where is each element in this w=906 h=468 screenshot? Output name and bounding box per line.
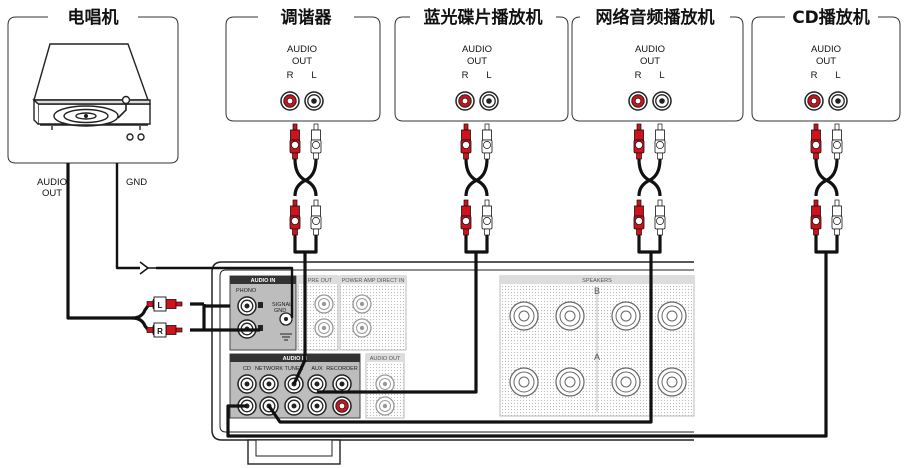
cable-cd-player: [226, 123, 843, 438]
network-player-title: 网络音频播放机: [596, 7, 715, 28]
turntable-audio-out-label-1: AUDIO: [37, 177, 67, 188]
svg-text:TUNER: TUNER: [285, 366, 304, 372]
cd-player-title: CD播放机: [792, 7, 870, 28]
svg-text:R: R: [287, 70, 294, 81]
cd-r-jack: [804, 91, 824, 111]
turntable-gnd-label: GND: [126, 177, 147, 188]
svg-text:AUDIO: AUDIO: [635, 44, 665, 55]
turntable-icon: [32, 43, 151, 141]
turntable-audio-out-label-2: OUT: [42, 188, 62, 199]
network-r-jack: [628, 91, 648, 111]
svg-text:R: R: [811, 70, 818, 81]
tuner-audio-out: AUDIO OUT R L: [280, 44, 324, 111]
bluray-l-jack: [479, 91, 499, 111]
svg-text:AUDIO: AUDIO: [287, 44, 317, 55]
svg-text:SPEAKERS: SPEAKERS: [582, 278, 612, 284]
svg-text:PRE OUT: PRE OUT: [308, 278, 333, 284]
svg-text:SIGNAL: SIGNAL: [272, 302, 292, 308]
cd-player-audio-out: AUDIO OUT R L: [804, 44, 848, 111]
svg-text:NETWORK: NETWORK: [255, 366, 283, 372]
tuner-r-jack: [280, 91, 300, 111]
cd-l-jack: [828, 91, 848, 111]
plug-letter-badges: [291, 141, 841, 225]
svg-text:L: L: [486, 70, 491, 81]
svg-text:OUT: OUT: [640, 56, 660, 67]
svg-text:A: A: [594, 352, 600, 362]
svg-text:RECORDER: RECORDER: [326, 366, 358, 372]
bluray-r-jack: [455, 91, 475, 111]
svg-text:L: L: [835, 70, 840, 81]
plug-l-letter: L: [158, 301, 163, 310]
network-player-audio-out: AUDIO OUT R L: [628, 44, 672, 111]
svg-text:CD: CD: [243, 366, 251, 372]
svg-text:R: R: [462, 70, 469, 81]
svg-text:AUDIO IN: AUDIO IN: [251, 278, 276, 284]
network-player-box: [571, 16, 744, 122]
cable-tuner: [289, 123, 322, 385]
svg-text:OUT: OUT: [816, 56, 836, 67]
svg-text:AUDIO: AUDIO: [462, 44, 492, 55]
svg-text:POWER AMP DIRECT IN: POWER AMP DIRECT IN: [342, 278, 405, 284]
bluray-title: 蓝光碟片播放机: [424, 7, 543, 28]
cd-player-box: [751, 16, 901, 122]
cable-bluray: [317, 123, 493, 394]
cable-turntable-audio: [66, 163, 260, 334]
svg-text:AUDIO IN: AUDIO IN: [283, 356, 308, 362]
turntable-title: 电唱机: [68, 7, 119, 28]
network-l-jack: [652, 91, 672, 111]
svg-text:AUDIO: AUDIO: [811, 44, 841, 55]
svg-text:L: L: [659, 70, 664, 81]
cable-network-player: [267, 123, 666, 424]
svg-text:B: B: [594, 286, 600, 296]
svg-text:OUT: OUT: [467, 56, 487, 67]
plug-r-letter: R: [157, 327, 163, 336]
bluray-box: [394, 16, 569, 122]
phono-l-jack: [237, 296, 257, 316]
svg-text:PHONO: PHONO: [236, 288, 257, 294]
tuner-l-jack: [304, 91, 324, 111]
amplifier-rear-panel: AUDIO IN PHONO SIGNAL GND PRE OUT POWER …: [211, 261, 695, 465]
tuner-box: [225, 16, 381, 122]
turntable-audio-plugs: L R: [146, 296, 183, 338]
svg-text:AUX: AUX: [311, 366, 323, 372]
svg-text:L: L: [311, 70, 316, 81]
svg-text:R: R: [635, 70, 642, 81]
cable-ground: [115, 163, 294, 318]
svg-text:OUT: OUT: [292, 56, 312, 67]
tuner-title: 调谐器: [281, 8, 333, 28]
svg-text:AUDIO OUT: AUDIO OUT: [370, 356, 401, 362]
svg-text:GND: GND: [274, 308, 286, 314]
bluray-audio-out: AUDIO OUT R L: [455, 44, 499, 111]
